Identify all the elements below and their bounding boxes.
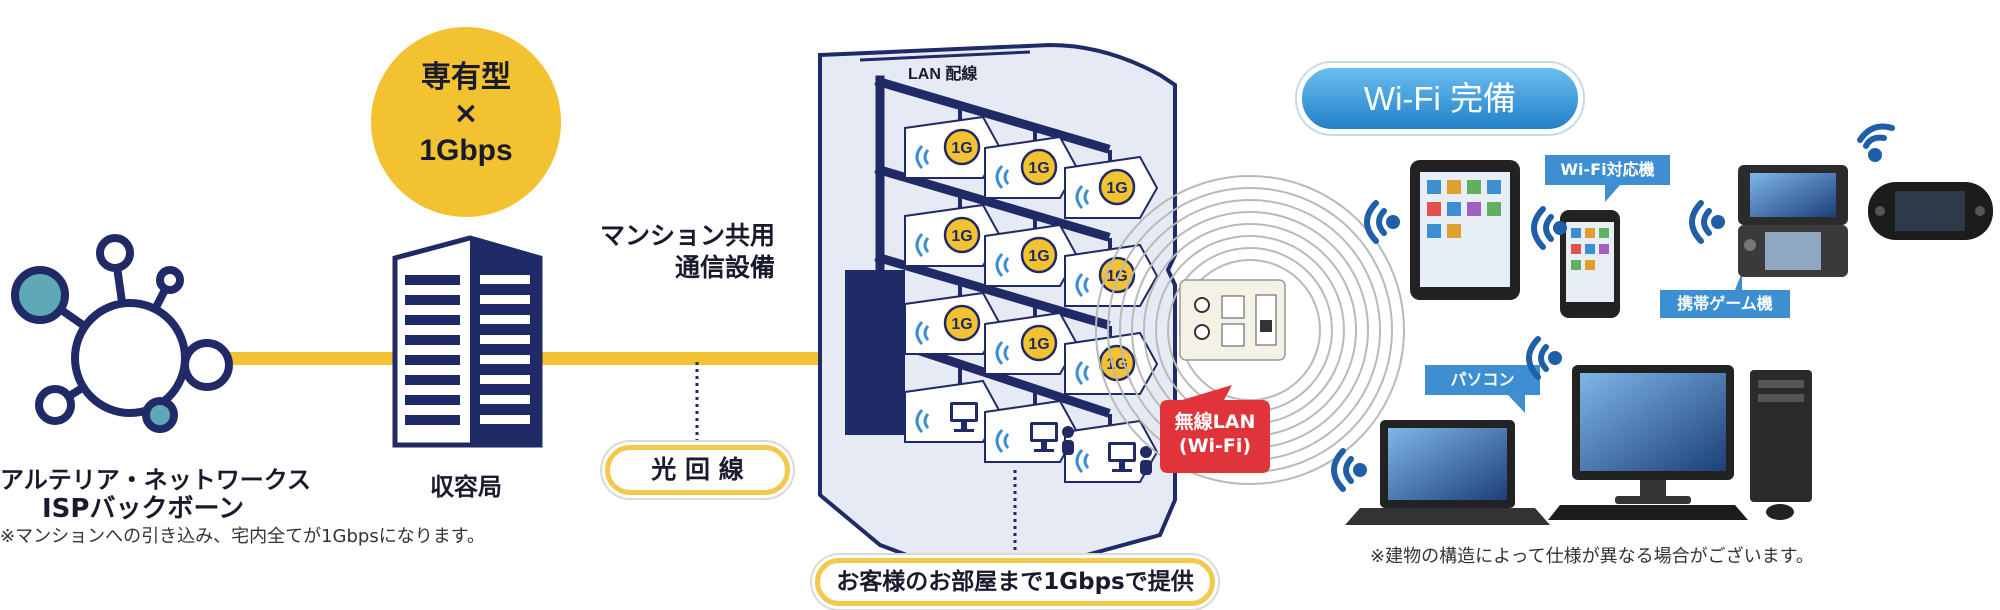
isp-name: アルテリア・ネットワークス: [0, 466, 312, 494]
shared-equipment-box: [845, 270, 905, 435]
delivery-label: お客様のお部屋まで1Gbpsで提供: [815, 558, 1215, 606]
wireless-tag-line-2: (Wi-Fi): [1178, 435, 1252, 457]
port-badge-label: 1G: [1106, 180, 1127, 197]
handheld-console-dual: [1738, 165, 1848, 277]
pc-callout-label: パソコン: [1450, 370, 1515, 389]
isp-backbone-icon: [11, 234, 233, 433]
shared-equipment-line-2: 通信設備: [674, 253, 775, 282]
badge-line-1: 専有型: [421, 60, 511, 95]
badge-line-3: 1Gbps: [419, 134, 513, 167]
shared-equipment-label: マンション共用 通信設備: [560, 220, 775, 284]
desktop-pc-device: [1548, 365, 1812, 520]
lan-wiring-label: LAN 配線: [908, 66, 978, 83]
wireless-tag-line-1: 無線LAN: [1174, 411, 1256, 433]
port-badge-label: 1G: [951, 140, 972, 157]
tablet-device: [1410, 160, 1520, 300]
dedicated-1gbps-badge: [371, 27, 561, 217]
port-badge-label: 1G: [1028, 248, 1049, 265]
handheld-console-wide: [1868, 182, 1993, 240]
smartphone-device: [1560, 210, 1620, 318]
badge-text: 専有型 × 1Gbps: [371, 60, 561, 170]
game-callout: [1660, 272, 1790, 318]
right-footnote: ※建物の構造によって仕様が異なる場合がございます。: [1370, 546, 1814, 567]
wireless-lan-tag: [1160, 385, 1270, 473]
port-badge-label: 1G: [1028, 336, 1049, 353]
device-wifi-icons: [1331, 123, 1895, 492]
laptop-device: [1345, 420, 1550, 525]
fiber-line-label: 光 回 線: [605, 445, 790, 495]
port-badges: [943, 128, 1136, 382]
port-badge-label: 1G: [951, 228, 972, 245]
port-badge-label: 1G: [951, 316, 972, 333]
wifi-device-callout-label: Wi-Fi対応機: [1560, 160, 1655, 179]
shared-equipment-line-1: マンション共用: [599, 221, 775, 250]
wall-outlet: [1179, 279, 1286, 361]
station-label: 収容局: [430, 473, 502, 501]
wifi-device-callout: [1545, 155, 1670, 202]
lan-wiring: [874, 75, 1111, 418]
game-callout-label: 携帯ゲーム機: [1677, 294, 1773, 313]
station-building-icon: [392, 235, 543, 448]
left-footnote: ※マンションへの引き込み、宅内全てが1Gbpsになります。: [0, 526, 485, 547]
room-signal-icons: [915, 144, 1090, 474]
wifi-banner-label: Wi-Fi 完備: [1363, 80, 1517, 117]
port-badge-label: 1G: [1106, 268, 1127, 285]
wireless-tag-text: 無線LAN (Wi-Fi): [1160, 410, 1270, 458]
badge-line-2: ×: [453, 96, 479, 131]
isp-backbone-label: ISPバックボーン: [42, 494, 245, 524]
wifi-banner: [1298, 64, 1582, 133]
pc-callout: [1425, 365, 1540, 413]
port-badge-label: 1G: [1028, 160, 1049, 177]
